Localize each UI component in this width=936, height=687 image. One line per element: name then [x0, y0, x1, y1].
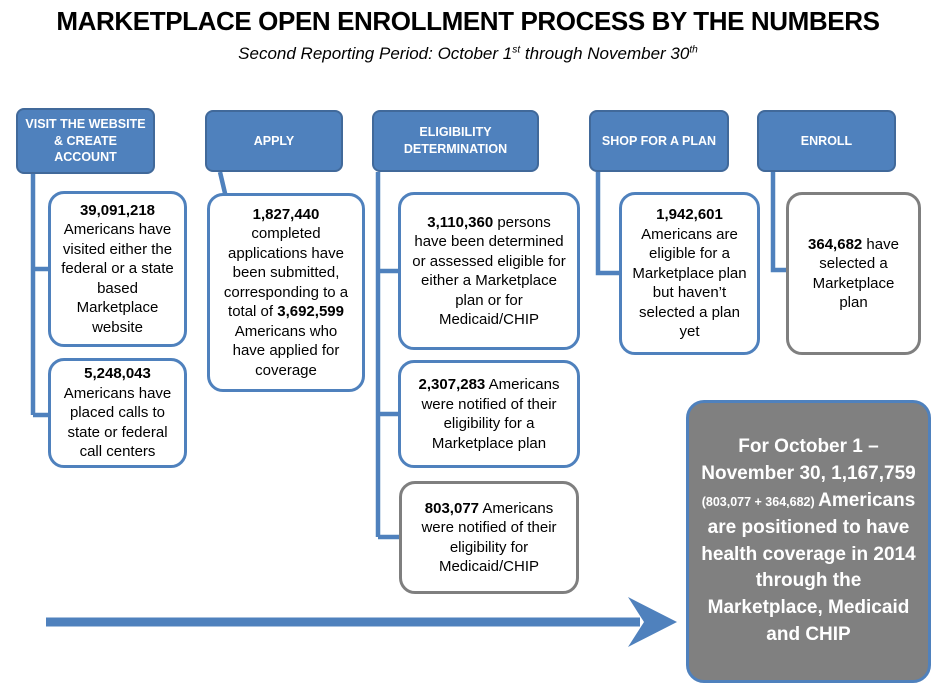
- flow-arrow-icon: [46, 597, 677, 647]
- callout-marketplace-eligible-notified: 2,307,283 Americans were notified of the…: [398, 360, 580, 468]
- stage-header-enroll: ENROLL: [757, 110, 896, 172]
- stage-header-apply: APPLY: [205, 110, 343, 172]
- summary-text: For October 1 – November 30, 1,167,759 (…: [701, 435, 916, 646]
- connector-enroll: [770, 172, 787, 273]
- connector-visit: [30, 172, 48, 418]
- callout-eligible-determined: 3,110,360 persons have been determined o…: [398, 192, 580, 350]
- connector-eligibility: [375, 172, 400, 540]
- subtitle-text: Second Reporting Period: October 1: [238, 44, 513, 63]
- subtitle-superscript: th: [689, 44, 698, 56]
- callout-medicaid-eligible-notified: 803,077 Americans were notified of their…: [399, 481, 579, 594]
- stage-header-eligibility: ELIGIBILITY DETERMINATION: [372, 110, 539, 172]
- page-subtitle: Second Reporting Period: October 1st thr…: [0, 44, 936, 64]
- connector-shop: [595, 172, 620, 276]
- callout-applications-submitted: 1,827,440 completed applications have be…: [207, 193, 365, 392]
- summary-box: For October 1 – November 30, 1,167,759 (…: [686, 400, 931, 683]
- callout-call-center-calls: 5,248,043 Americans have placed calls to…: [48, 358, 187, 468]
- callout-eligible-not-selected: 1,942,601 Americans are eligible for a M…: [619, 192, 760, 355]
- callout-plan-selected: 364,682 have selected a Marketplace plan: [786, 192, 921, 355]
- subtitle-superscript: st: [512, 44, 521, 56]
- page-title: MARKETPLACE OPEN ENROLLMENT PROCESS BY T…: [56, 6, 880, 36]
- callout-website-visits: 39,091,218 Americans have visited either…: [48, 191, 187, 347]
- stage-header-shop: SHOP FOR A PLAN: [589, 110, 729, 172]
- stage-header-visit-website: VISIT THE WEBSITE & CREATE ACCOUNT: [16, 108, 155, 174]
- subtitle-text: through November 30: [520, 44, 690, 63]
